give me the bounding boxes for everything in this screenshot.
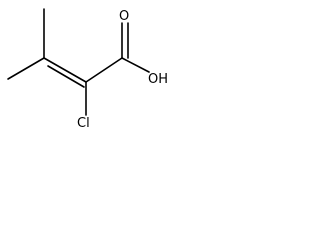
hydroxyl-label: OH	[148, 72, 168, 87]
bond-methyl-lower	[7, 57, 45, 80]
chlorine-label: Cl	[77, 116, 90, 131]
bond-c-carboxyl	[85, 57, 123, 83]
molecule-structure-diagram: O OH Cl	[7, 8, 168, 131]
bond-alkene-secondary	[47, 65, 85, 88]
bond-alkene-primary	[43, 57, 87, 83]
oxygen-carbonyl-label: O	[119, 9, 129, 24]
bond-c-oh	[121, 57, 150, 73]
